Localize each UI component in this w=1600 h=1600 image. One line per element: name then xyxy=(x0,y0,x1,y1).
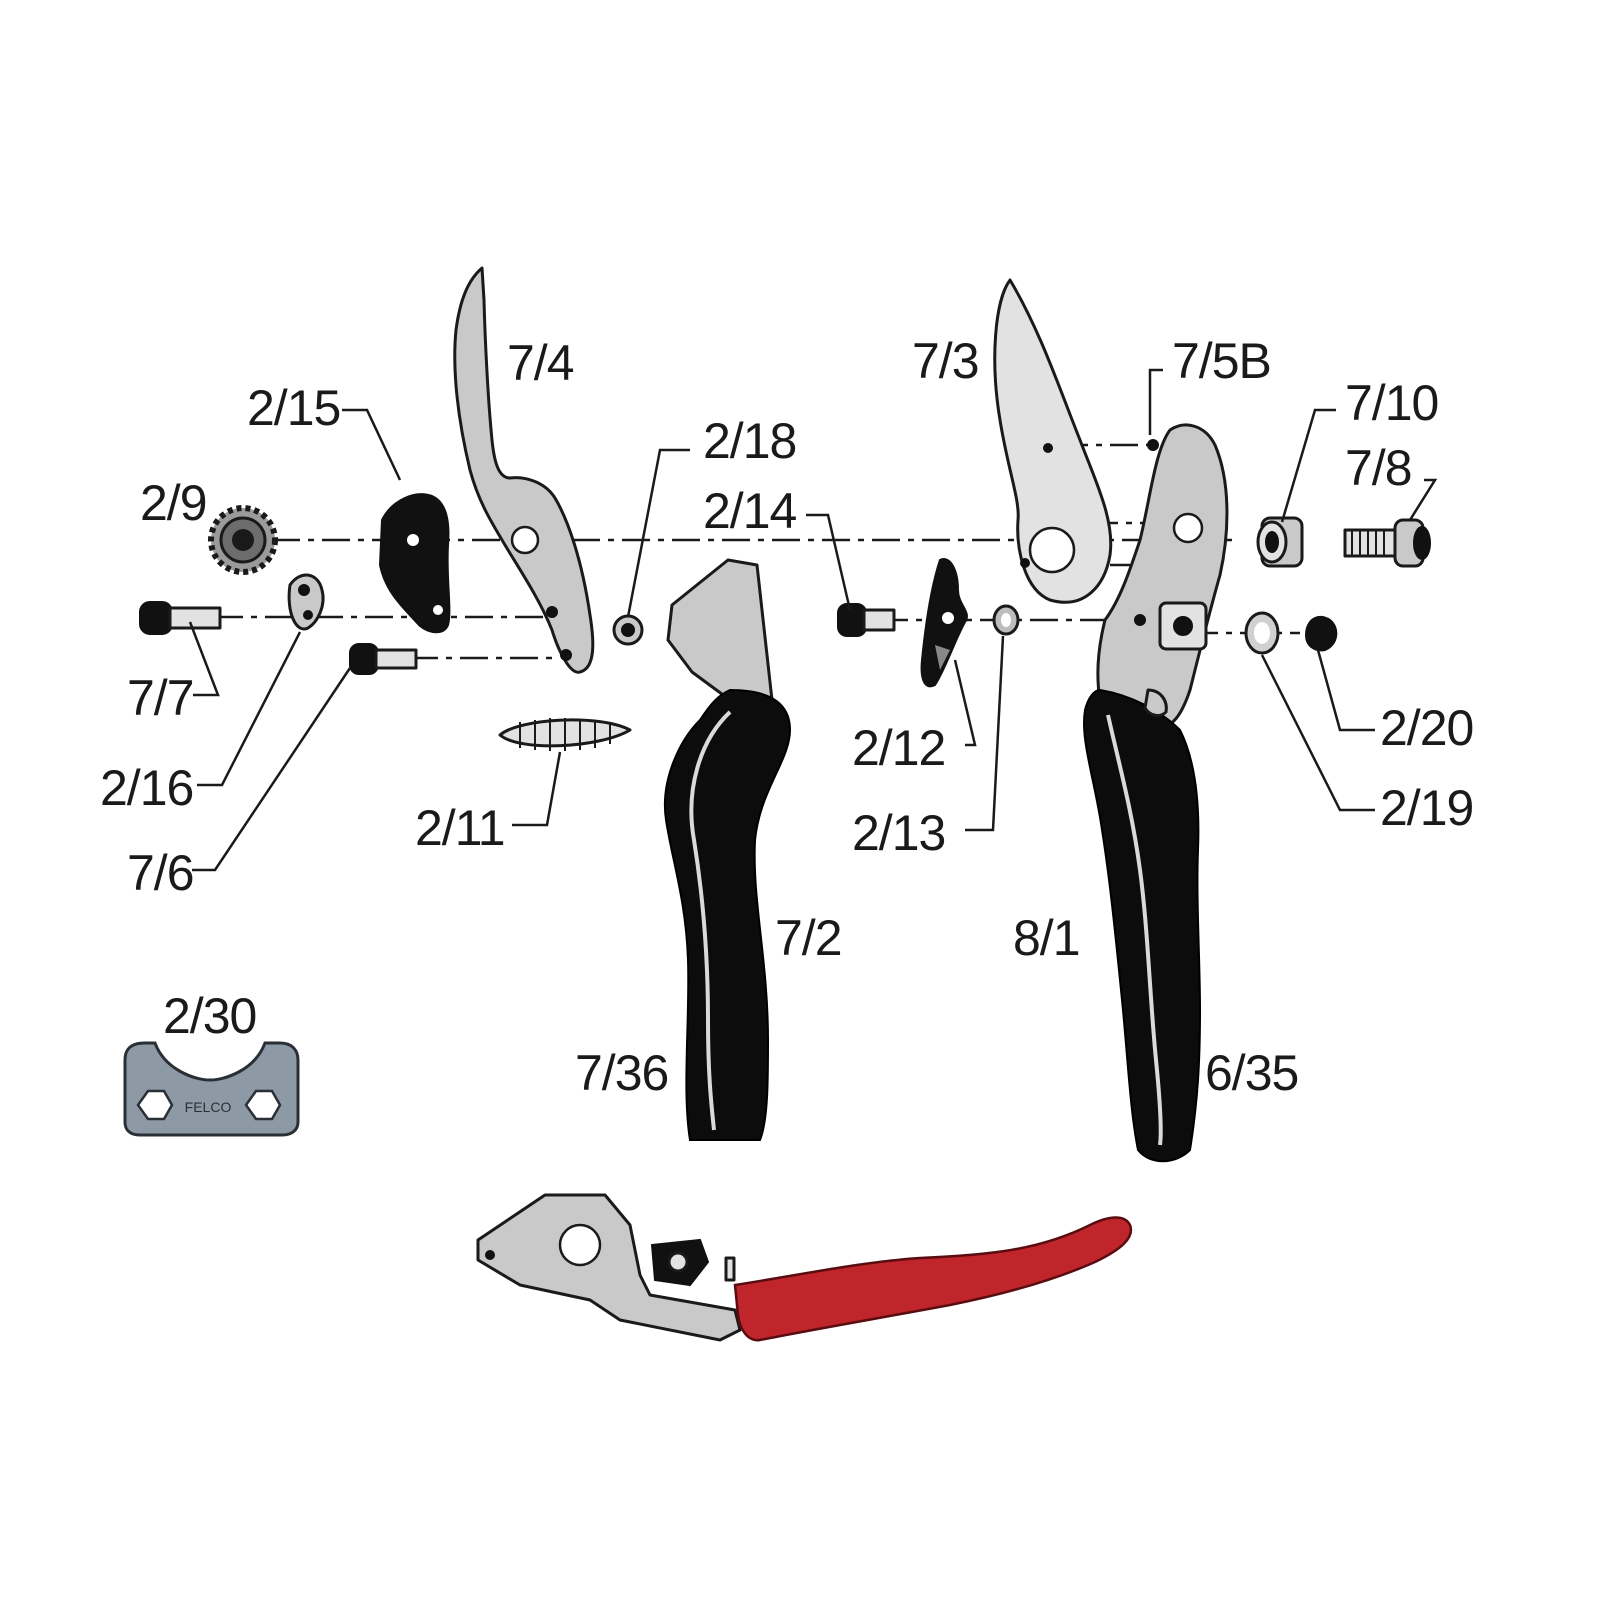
wrench-logo: FELCO xyxy=(185,1099,232,1115)
washer-2-19 xyxy=(1244,611,1280,655)
bolt-7-8 xyxy=(1343,518,1431,568)
bracket-2-16 xyxy=(287,573,325,631)
label-7-10: 7/10 xyxy=(1345,375,1438,431)
label-7-5b: 7/5B xyxy=(1172,333,1271,389)
bolt-2-14 xyxy=(837,603,896,637)
label-2-15: 2/15 xyxy=(247,380,340,436)
label-2-13: 2/13 xyxy=(852,805,945,861)
label-6-35: 6/35 xyxy=(1205,1045,1298,1101)
bolt-7-6 xyxy=(349,643,418,675)
clip-2-12 xyxy=(920,558,968,688)
label-2-18: 2/18 xyxy=(703,413,796,469)
cap-2-20 xyxy=(1304,615,1338,652)
label-2-14: 2/14 xyxy=(703,483,797,539)
leader-lines xyxy=(188,368,1438,872)
wrench-2-30: FELCO xyxy=(123,1041,300,1137)
upper-handle-8-1 xyxy=(1083,423,1229,1163)
adjustment-gear-2-9 xyxy=(208,505,278,575)
label-2-20: 2/20 xyxy=(1380,700,1473,756)
cutting-blade-7-3 xyxy=(993,278,1113,604)
label-2-16: 2/16 xyxy=(100,760,193,816)
label-7-7: 7/7 xyxy=(127,670,194,726)
callout-labels: 7/4 2/15 2/9 7/7 2/16 7/6 2/11 2/18 2/14… xyxy=(100,333,1474,1101)
label-7-3: 7/3 xyxy=(912,333,979,389)
assembled-handle-red xyxy=(476,1193,1133,1342)
label-7-2: 7/2 xyxy=(775,910,842,966)
label-2-30: 2/30 xyxy=(163,988,256,1044)
lower-handle-7-2 xyxy=(663,558,792,1141)
anvil-blade-7-4 xyxy=(453,266,595,674)
spring-2-11 xyxy=(498,718,632,751)
label-7-6: 7/6 xyxy=(127,845,194,901)
label-2-12: 2/12 xyxy=(852,720,945,776)
label-7-36: 7/36 xyxy=(575,1045,668,1101)
bolt-7-7 xyxy=(139,601,222,635)
label-7-8: 7/8 xyxy=(1345,440,1412,496)
label-2-9: 2/9 xyxy=(140,475,207,531)
label-2-11: 2/11 xyxy=(415,800,505,856)
nut-7-10 xyxy=(1256,516,1304,568)
label-7-4: 7/4 xyxy=(507,335,574,391)
plate-2-15 xyxy=(378,493,451,634)
washer-2-13 xyxy=(992,604,1020,636)
label-2-19: 2/19 xyxy=(1380,780,1473,836)
label-8-1: 8/1 xyxy=(1013,910,1080,966)
nut-2-18 xyxy=(612,614,644,646)
